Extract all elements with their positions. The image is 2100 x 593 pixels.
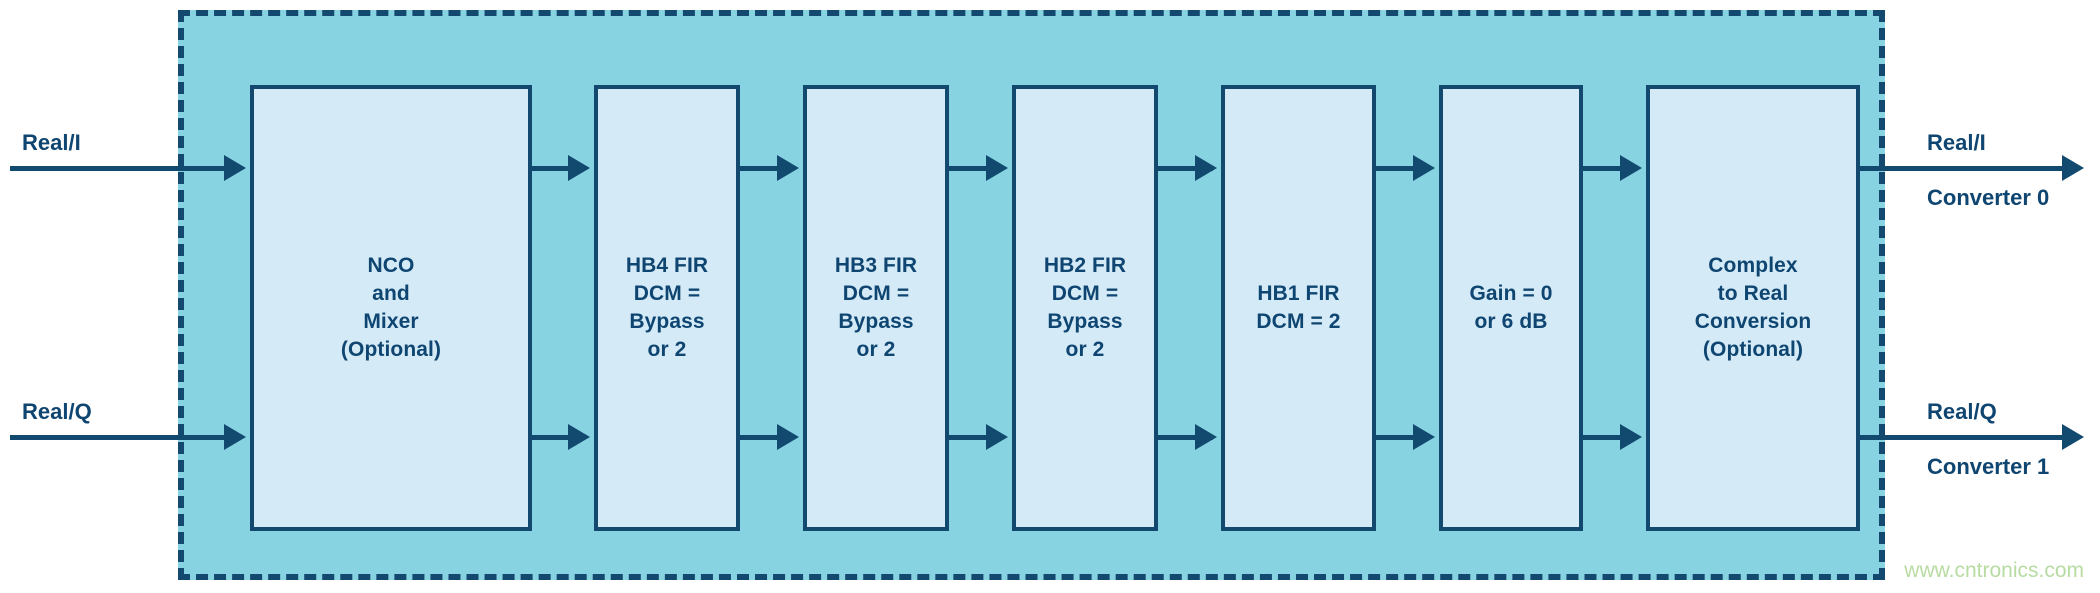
block-nco-line-1: NCO: [367, 254, 415, 277]
block-nco-and-mixer[interactable]: NCO and Mixer (Optional): [250, 85, 532, 531]
block-hb4-fir[interactable]: HB4 FIR DCM = Bypass or 2: [594, 85, 740, 531]
output-i-sublabel-converter-0: Converter 0: [1927, 185, 2050, 210]
connector-nco-to-hb4-q-arrow-icon: [568, 424, 590, 450]
connector-hb2-to-hb1-q-arrow-icon: [1195, 424, 1217, 450]
output-q-label: Real/Q: [1927, 399, 1997, 424]
connector-hb1-to-gain-i: [1376, 166, 1422, 171]
connector-hb2-to-hb1-i-arrow-icon: [1195, 155, 1217, 181]
block-nco-line-2: and: [372, 282, 410, 305]
block-gain-line-1: Gain = 0: [1469, 282, 1553, 305]
connector-hb1-to-gain-q: [1376, 435, 1422, 440]
block-complex-line-1: Complex: [1708, 254, 1798, 277]
connector-hb1-to-gain-i-arrow-icon: [1413, 155, 1435, 181]
block-hb3-line-3: Bypass: [838, 310, 914, 333]
block-hb2-line-2: DCM =: [1051, 282, 1119, 305]
block-hb1-line-2: DCM = 2: [1256, 310, 1341, 333]
connector-hb2-to-hb1-i: [1158, 166, 1213, 171]
connector-nco-to-hb4-i: [532, 166, 576, 171]
connector-hb1-to-gain-q-arrow-icon: [1413, 424, 1435, 450]
block-nco-line-4: (Optional): [340, 338, 442, 361]
connector-hb4-to-hb3-q: [740, 435, 786, 440]
block-hb3-line-4: or 2: [856, 338, 896, 361]
block-hb1-fir[interactable]: HB1 FIR DCM = 2: [1221, 85, 1376, 531]
output-i-signal-line: [1860, 166, 2066, 171]
input-i-signal-line: [10, 166, 232, 171]
watermark: www.cntronics.com: [1904, 559, 2084, 582]
connector-hb4-to-hb3-i: [740, 166, 786, 171]
block-hb3-fir[interactable]: HB3 FIR DCM = Bypass or 2: [803, 85, 949, 531]
block-complex-line-4: (Optional): [1702, 338, 1804, 361]
block-hb2-line-1: HB2 FIR: [1043, 254, 1127, 277]
block-complex-line-2: to Real: [1717, 282, 1789, 305]
output-q-sublabel-converter-1: Converter 1: [1927, 454, 2050, 479]
block-hb1-line-1: HB1 FIR: [1257, 282, 1340, 305]
block-hb2-line-4: or 2: [1065, 338, 1105, 361]
block-hb4-line-3: Bypass: [629, 310, 705, 333]
connector-gain-to-complex-q: [1583, 435, 1634, 440]
block-gain-line-2: or 6 dB: [1474, 310, 1548, 333]
connector-hb3-to-hb2-q-arrow-icon: [986, 424, 1008, 450]
block-hb4-line-4: or 2: [647, 338, 687, 361]
connector-hb2-to-hb1-q: [1158, 435, 1213, 440]
connector-gain-to-complex-i-arrow-icon: [1620, 155, 1642, 181]
connector-hb4-to-hb3-i-arrow-icon: [777, 155, 799, 181]
input-i-arrow-icon: [224, 155, 246, 181]
input-i-label: Real/I: [22, 130, 81, 155]
connector-hb3-to-hb2-q: [949, 435, 995, 440]
output-q-signal-line: [1860, 435, 2066, 440]
block-hb4-line-1: HB4 FIR: [625, 254, 709, 277]
connector-nco-to-hb4-q: [532, 435, 576, 440]
input-q-label: Real/Q: [22, 399, 92, 424]
block-hb2-line-3: Bypass: [1047, 310, 1123, 333]
input-q-arrow-icon: [224, 424, 246, 450]
block-hb4-line-2: DCM =: [633, 282, 701, 305]
block-hb3-line-2: DCM =: [842, 282, 910, 305]
block-complex-to-real-conversion[interactable]: Complex to Real Conversion (Optional): [1646, 85, 1860, 531]
connector-hb4-to-hb3-q-arrow-icon: [777, 424, 799, 450]
block-hb3-line-1: HB3 FIR: [834, 254, 918, 277]
block-nco-line-3: Mixer: [363, 310, 419, 333]
connector-hb3-to-hb2-i-arrow-icon: [986, 155, 1008, 181]
output-i-label: Real/I: [1927, 130, 1986, 155]
connector-nco-to-hb4-i-arrow-icon: [568, 155, 590, 181]
block-gain[interactable]: Gain = 0 or 6 dB: [1439, 85, 1583, 531]
connector-hb3-to-hb2-i: [949, 166, 995, 171]
block-complex-line-3: Conversion: [1694, 310, 1812, 333]
output-i-arrow-icon: [2062, 155, 2084, 181]
connector-gain-to-complex-i: [1583, 166, 1634, 171]
input-q-signal-line: [10, 435, 232, 440]
block-hb2-fir[interactable]: HB2 FIR DCM = Bypass or 2: [1012, 85, 1158, 531]
output-q-arrow-icon: [2062, 424, 2084, 450]
connector-gain-to-complex-q-arrow-icon: [1620, 424, 1642, 450]
